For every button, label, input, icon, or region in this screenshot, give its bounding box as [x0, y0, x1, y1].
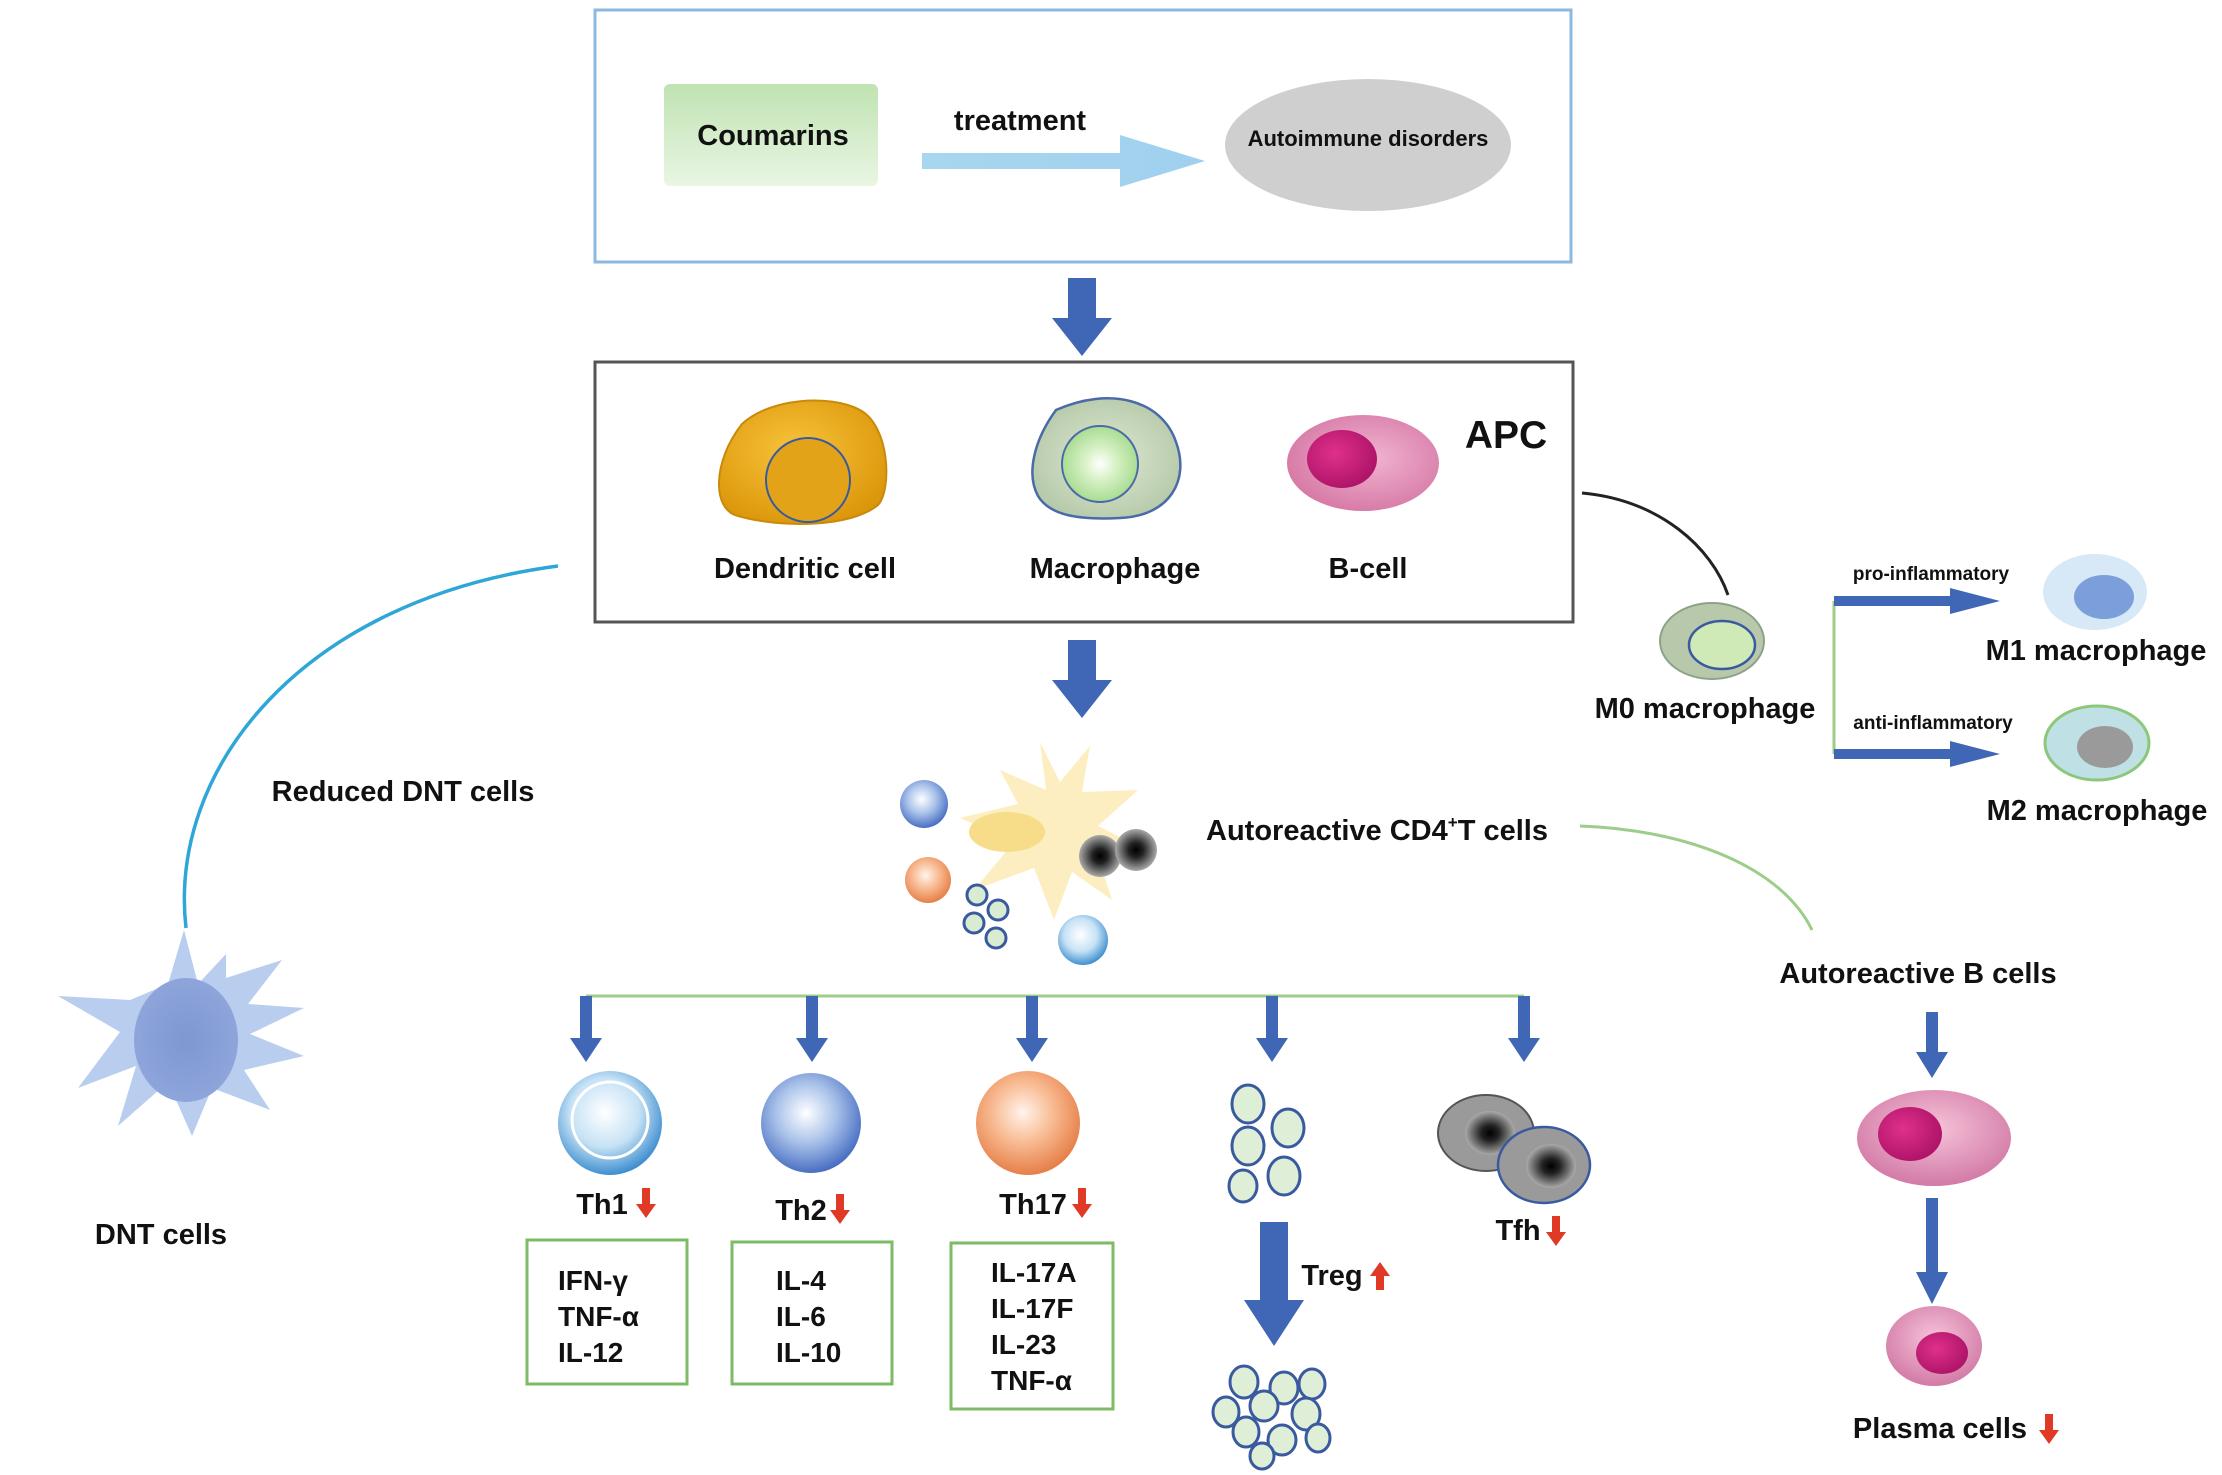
m2-label: M2 macrophage	[1987, 795, 2208, 827]
subset-arrows	[570, 996, 1540, 1062]
th17-cell-icon	[976, 1071, 1080, 1175]
m0-label: M0 macrophage	[1595, 693, 1816, 725]
th17-down-arrow	[1072, 1188, 1092, 1218]
th1-label: Th1	[576, 1189, 628, 1221]
bcell-label: B-cell	[1329, 553, 1408, 585]
m1-label: M1 macrophage	[1986, 635, 2207, 667]
treatment-arrow	[922, 135, 1205, 187]
plasma-cell-nucleus	[1916, 1332, 1968, 1374]
th2-label: Th2	[775, 1195, 827, 1227]
tfh-down-arrow	[1546, 1216, 1566, 1246]
plasma-down-arrow	[2039, 1414, 2059, 1444]
dendritic-label: Dendritic cell	[714, 553, 896, 585]
macrophage-label: Macrophage	[1030, 553, 1201, 585]
cd4-label: Autoreactive CD4+T cells	[1206, 813, 1548, 847]
macrophage-nucleus	[1061, 425, 1139, 503]
cd4-cluster-dark-cell-1	[1079, 835, 1121, 877]
coumarins-label: Coumarins	[697, 120, 848, 152]
anti-inflammatory-label: anti-inflammatory	[1853, 713, 2013, 734]
dendritic-nucleus	[765, 437, 851, 523]
pro-arrow	[1834, 588, 2000, 614]
autoimmune-ellipse	[1225, 79, 1511, 211]
tfh-cell-1-nucleus	[1465, 1111, 1515, 1155]
pro-inflammatory-label: pro-inflammatory	[1853, 564, 2010, 585]
cd4-cluster-dark-cell-2	[1115, 829, 1157, 871]
m0-nucleus	[1687, 619, 1757, 671]
reduced-dnt-curve	[182, 564, 559, 929]
tfh-cell-2-nucleus	[1526, 1144, 1576, 1188]
cd4-to-bcell-curve	[1579, 824, 1814, 931]
th17-cytokine-4: TNF-α	[991, 1365, 1072, 1396]
th1-cytokine-2: TNF-α	[558, 1301, 639, 1332]
apc-title: APC	[1465, 414, 1547, 457]
down-arrow-2	[1052, 640, 1112, 718]
cd4-cluster-blue-cell-2	[1058, 915, 1108, 965]
dnt-nucleus	[134, 978, 238, 1102]
th17-label: Th17	[999, 1189, 1067, 1221]
th1-nucleus	[570, 1080, 650, 1160]
plasma-cells-label: Plasma cells	[1853, 1413, 2027, 1445]
dnt-label: DNT cells	[95, 1219, 227, 1251]
treg-expand-arrow	[1244, 1222, 1304, 1346]
treg-cell-cluster-icon	[1227, 1083, 1306, 1204]
bcell-down-arrow-1	[1916, 1012, 1948, 1078]
th1-down-arrow	[636, 1188, 656, 1218]
cd4-cluster-blue-cell-1	[900, 780, 948, 828]
tfh-label: Tfh	[1495, 1215, 1540, 1247]
th17-cytokine-box	[949, 1241, 1115, 1411]
autoreactive-bcells-label: Autoreactive B cells	[1779, 958, 2056, 990]
treg-up-arrow	[1370, 1262, 1390, 1290]
th2-cytokine-2: IL-6	[776, 1301, 826, 1332]
cd4-dc-nucleus	[969, 812, 1045, 852]
th2-cell-icon	[761, 1073, 861, 1173]
th1-cytokine-1: IFN-γ	[558, 1265, 628, 1296]
m1-nucleus	[2074, 575, 2134, 619]
reduced-dnt-label: Reduced DNT cells	[272, 776, 535, 808]
apc-to-m0-curve	[1581, 491, 1730, 596]
down-arrow-1	[1052, 278, 1112, 356]
th1-cytokine-3: IL-12	[558, 1337, 623, 1368]
th17-cytokine-2: IL-17F	[991, 1293, 1073, 1324]
autoimmune-label: Autoimmune disorders	[1248, 126, 1489, 151]
anti-arrow	[1834, 741, 2000, 767]
th17-cytokine-1: IL-17A	[991, 1257, 1077, 1288]
autoreactive-bcell-nucleus	[1878, 1107, 1942, 1161]
coumarins-box	[664, 84, 878, 186]
treg-label: Treg	[1301, 1260, 1362, 1292]
treatment-label: treatment	[954, 105, 1086, 137]
cd4-cluster-orange-cell	[905, 857, 951, 903]
th1-cytokine-box	[525, 1238, 689, 1386]
th2-down-arrow	[830, 1194, 850, 1224]
bcell-nucleus	[1307, 430, 1377, 488]
th2-cytokine-1: IL-4	[776, 1265, 826, 1296]
th17-cytokine-3: IL-23	[991, 1329, 1056, 1360]
m2-nucleus	[2077, 726, 2133, 768]
th2-cytokine-box	[730, 1240, 894, 1386]
th2-cytokine-3: IL-10	[776, 1337, 841, 1368]
cd4-cluster-treg-cells	[962, 883, 1010, 950]
bcell-down-arrow-2	[1916, 1198, 1948, 1304]
treg-expanded-cells-icon	[1211, 1364, 1332, 1471]
